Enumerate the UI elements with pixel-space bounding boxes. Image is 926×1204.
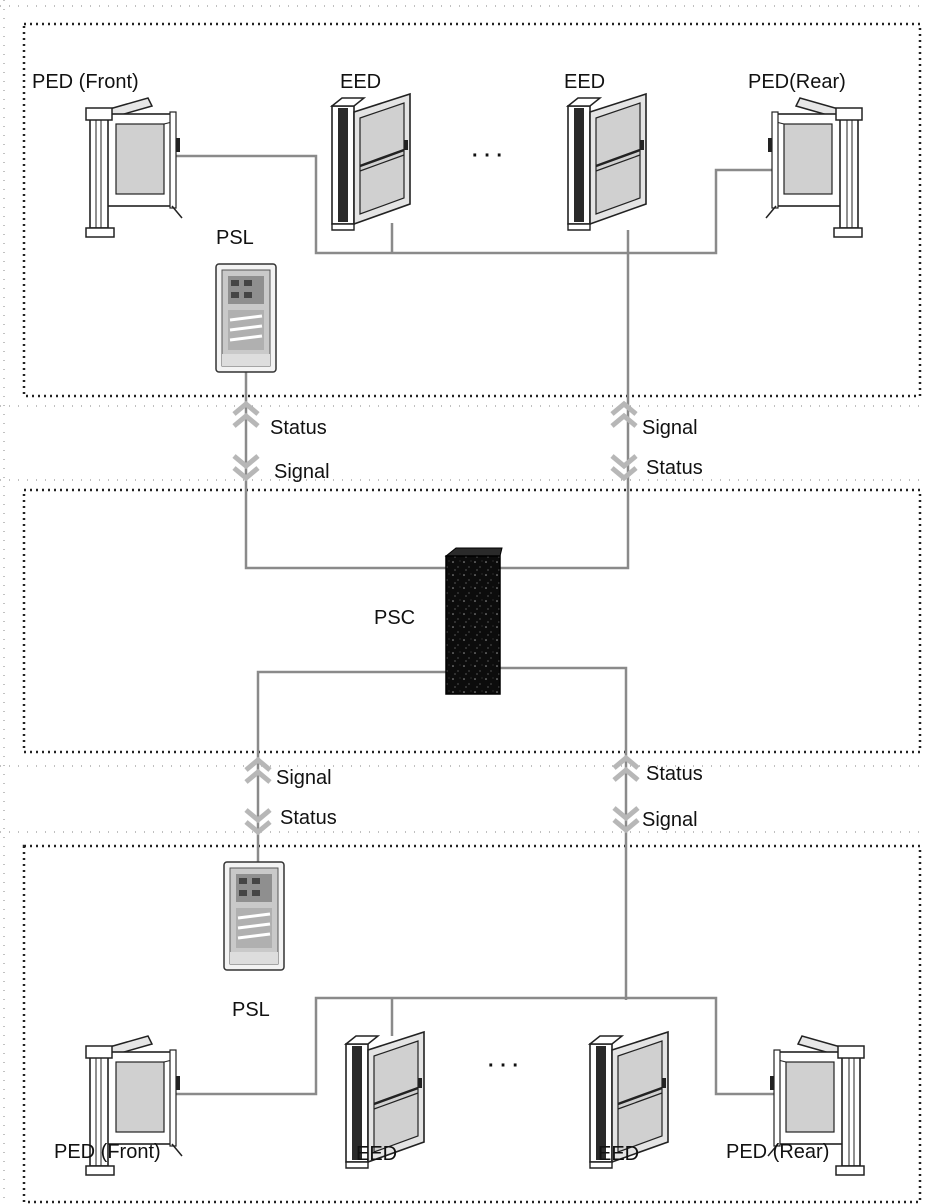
ellipsis-label: · · · [472,145,503,167]
ped-rear-door-icon [766,98,862,237]
psl-panel-icon [216,264,276,372]
psc-cabinet-icon [446,548,502,694]
signal-label: Signal [642,809,698,831]
up-chevron-icon [612,404,636,414]
eed-label: EED [598,1143,639,1165]
ped-rear-label: PED(Rear) [748,71,846,93]
eed-door-icon [568,94,646,230]
status-label: Status [280,807,337,829]
eed-label: EED [564,71,605,93]
signal-label: Signal [274,461,330,483]
up-chevron-icon [612,416,636,426]
signal-label: Signal [642,417,698,439]
eed-door-icon [332,94,410,230]
signal-label: Signal [276,767,332,789]
down-chevron-icon [612,456,636,466]
top-eed-to-psc-wire [500,253,628,568]
status-label: Status [646,763,703,785]
ped-front-label: PED (Front) [54,1141,161,1163]
status-label: Status [270,417,327,439]
psl-label: PSL [232,999,270,1021]
down-chevron-icon [612,468,636,478]
ped-rear-label: PED (Rear) [726,1141,829,1163]
ped-front-door-icon [86,98,182,237]
upper-right-chevrons [612,404,636,478]
ped-front-label: PED (Front) [32,71,139,93]
psl-label: PSL [216,227,254,249]
psl-panel-icon [224,862,284,970]
psc-to-bottom-eed-wire [500,668,626,1000]
psc-label: PSC [374,607,415,629]
ellipsis-label: · · · [488,1055,519,1077]
top-bus-wire [172,156,780,253]
eed-label: EED [340,71,381,93]
eed-label: EED [356,1143,397,1165]
status-label: Status [646,457,703,479]
